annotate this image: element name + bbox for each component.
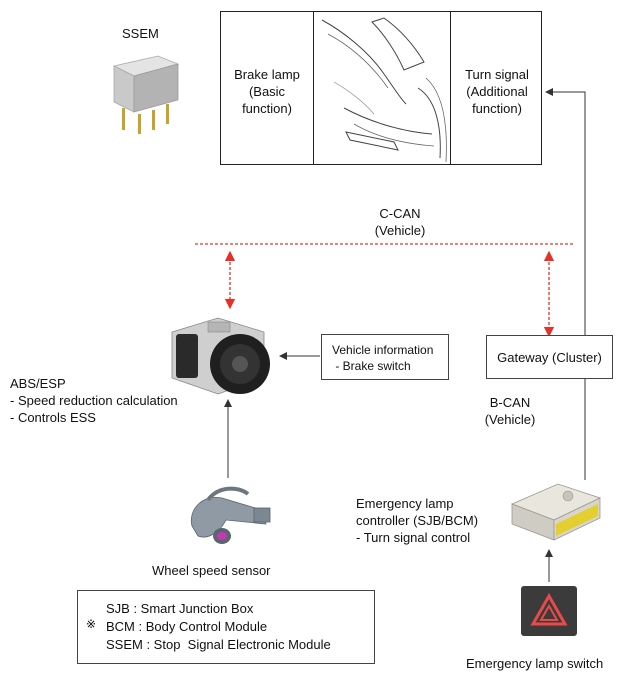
wheel-speed-sensor-label: Wheel speed sensor	[152, 563, 271, 578]
legend-item: SSEM : Stop Signal Electronic Module	[106, 637, 331, 652]
abs-esp-unit-image	[171, 317, 270, 395]
turn-signal-label: Turn signal (Additional function)	[465, 67, 529, 116]
abs-esp-title: ABS/ESP	[10, 376, 66, 391]
lamp-function-panel: Brake lamp (Basic function) Turn signal …	[220, 11, 542, 165]
emergency-lamp-controller-image	[510, 483, 602, 541]
wheel-speed-sensor-image	[190, 486, 271, 544]
legend-item: SJB : Smart Junction Box	[106, 601, 254, 616]
car-rear-lamp-image	[321, 17, 447, 163]
brake-lamp-label: Brake lamp (Basic function)	[234, 67, 300, 116]
b-can-label: B-CAN (Vehicle)	[484, 395, 536, 427]
emergency-lamp-switch-image	[521, 586, 577, 636]
ssem-label: SSEM	[122, 26, 159, 41]
gateway-box: Gateway (Cluster)	[486, 335, 613, 379]
emergency-lamp-switch-label: Emergency lamp switch	[466, 656, 604, 671]
legend-symbol: ※	[86, 617, 97, 631]
vehicle-information-box: Vehicle information - Brake switch	[321, 334, 449, 380]
c-can-label: C-CAN (Vehicle)	[374, 206, 426, 238]
emergency-lamp-controller-description: Emergency lamp controller (SJB/BCM) - Tu…	[356, 496, 479, 545]
ssem-relay-image	[112, 55, 180, 134]
abs-esp-description: ABS/ESP - Speed reduction calculation - …	[10, 376, 178, 425]
abbreviation-legend: ※ SJB : Smart Junction Box BCM : Body Co…	[77, 590, 375, 664]
legend-item: BCM : Body Control Module	[106, 619, 268, 634]
